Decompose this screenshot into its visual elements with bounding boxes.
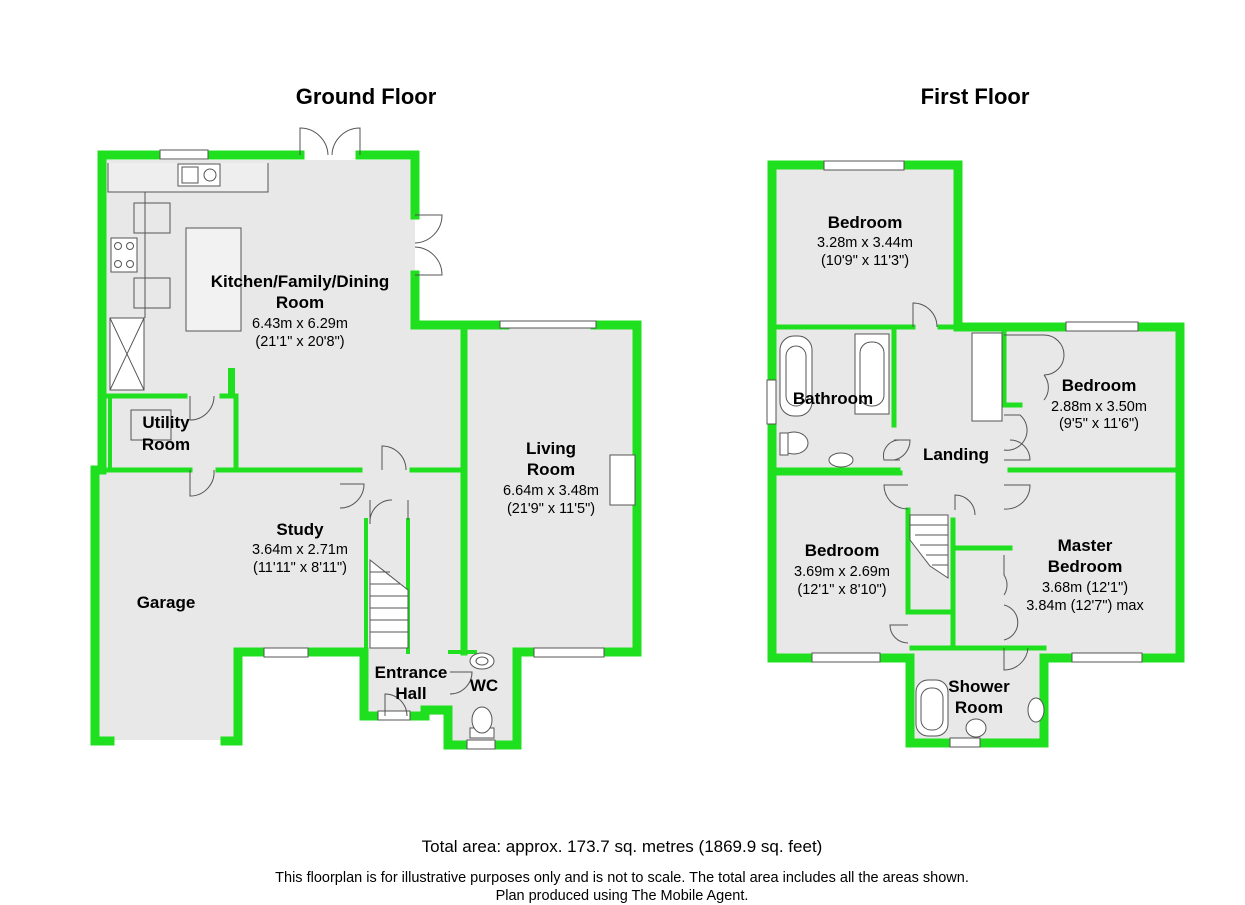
- room-name-master-line1: Master: [1058, 536, 1113, 555]
- ground-floor-fill: [98, 160, 635, 742]
- room-dims-bedroom-3-imperial: (12'1" x 8'10"): [797, 582, 886, 598]
- room-name-bedroom-3: Bedroom: [805, 541, 880, 560]
- room-name-kitchen-line2: Room: [276, 293, 324, 312]
- room-dims-kitchen-imperial: (21'1" x 20'8"): [255, 334, 344, 350]
- room-dims-study-metric: 3.64m x 2.71m: [252, 542, 348, 558]
- room-dims-kitchen-metric: 6.43m x 6.29m: [252, 316, 348, 332]
- disclaimer-text: This floorplan is for illustrative purpo…: [275, 870, 969, 886]
- room-dims-bedroom-2-metric: 2.88m x 3.50m: [1051, 399, 1147, 415]
- room-dims-bedroom-1-metric: 3.28m x 3.44m: [817, 235, 913, 251]
- room-name-shower-line2: Room: [955, 698, 1003, 717]
- first-floor-plan: [766, 160, 1185, 748]
- kitchen-fixtures: [107, 163, 269, 441]
- room-name-bathroom: Bathroom: [793, 389, 873, 408]
- ground-floor-doors: [189, 127, 473, 717]
- room-dims-bedroom-2-imperial: (9'5" x 11'6"): [1059, 416, 1139, 432]
- room-name-master-line2: Bedroom: [1048, 557, 1123, 576]
- room-name-bedroom-1: Bedroom: [828, 213, 903, 232]
- room-name-kitchen-line1: Kitchen/Family/Dining: [211, 272, 390, 291]
- room-name-garage: Garage: [137, 593, 196, 612]
- first-floor-fixtures: [779, 332, 1045, 738]
- first-floor-walls: [767, 160, 1185, 748]
- room-name-shower-line1: Shower: [948, 677, 1010, 696]
- first-floor-doors: [883, 302, 1065, 671]
- room-dims-living-metric: 6.64m x 3.48m: [503, 483, 599, 499]
- credit-text: Plan produced using The Mobile Agent.: [496, 888, 749, 904]
- room-dims-study-imperial: (11'11" x 8'11"): [253, 560, 347, 576]
- room-dims-bedroom-3-metric: 3.69m x 2.69m: [794, 564, 890, 580]
- room-name-bedroom-2: Bedroom: [1062, 376, 1137, 395]
- room-dims-master-line1: 3.68m (12'1"): [1042, 580, 1128, 596]
- room-dims-living-imperial: (21'9" x 11'5"): [507, 501, 595, 517]
- ground-floor-title: Ground Floor: [296, 84, 437, 109]
- room-name-utility-line1: Utility: [142, 413, 190, 432]
- room-name-utility-line2: Room: [142, 435, 190, 454]
- room-dims-master-line2: 3.84m (12'7") max: [1026, 598, 1144, 614]
- ground-floor-plan: [90, 127, 642, 750]
- room-name-study: Study: [276, 520, 324, 539]
- room-name-landing: Landing: [923, 445, 989, 464]
- total-area-text: Total area: approx. 173.7 sq. metres (18…: [422, 837, 823, 856]
- wc-fixtures: [469, 454, 636, 739]
- ground-floor-stairs: [369, 558, 409, 649]
- room-name-living-line1: Living: [526, 439, 576, 458]
- room-name-entrance-line1: Entrance: [375, 663, 448, 682]
- room-name-entrance-line2: Hall: [395, 684, 426, 703]
- first-floor-title: First Floor: [921, 84, 1030, 109]
- first-floor-windows: [766, 160, 1143, 748]
- room-dims-bedroom-1-imperial: (10'9" x 11'3"): [821, 253, 909, 269]
- room-name-living-line2: Room: [527, 460, 575, 479]
- first-floor-stairs: [909, 514, 949, 579]
- ground-floor-windows: [159, 149, 605, 750]
- room-name-wc: WC: [470, 676, 498, 695]
